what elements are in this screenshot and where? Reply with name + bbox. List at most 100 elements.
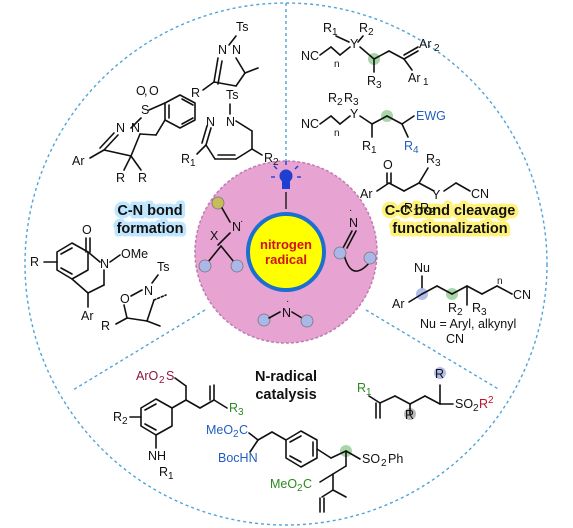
svg-text:OMe: OMe xyxy=(121,247,148,261)
svg-text:Y: Y xyxy=(350,37,359,51)
svg-text:R: R xyxy=(113,410,122,424)
radical-dot: · xyxy=(286,296,289,307)
svg-text:R: R xyxy=(116,171,125,185)
nr-title-line1: N-radical xyxy=(255,369,317,385)
light-bulb-icon xyxy=(271,161,301,189)
svg-text:R: R xyxy=(30,255,39,269)
sector-title-cc: C-C bond cleavage functionalization xyxy=(381,200,519,241)
structure-isoxazolidine: Ts N O R xyxy=(101,260,170,333)
svg-text:ArO: ArO xyxy=(136,369,159,383)
svg-text:O: O xyxy=(383,158,393,172)
cn-title-line1: C-N bond xyxy=(117,203,182,219)
svg-text:R: R xyxy=(362,139,371,153)
svg-text:1: 1 xyxy=(413,207,419,218)
svg-text:R: R xyxy=(101,319,110,333)
svg-text:R: R xyxy=(367,74,376,88)
structure-sulfone-right: R 1 R R SO 2 R 2 xyxy=(357,367,494,422)
svg-text:2: 2 xyxy=(381,458,387,469)
svg-text:N: N xyxy=(218,43,227,57)
radical-core xyxy=(246,212,326,292)
svg-text:R: R xyxy=(404,139,413,153)
svg-text:O: O xyxy=(120,292,130,306)
svg-text:O: O xyxy=(136,84,146,98)
structure-sultam: O , O S N N Ar R R xyxy=(72,84,196,185)
svg-text:R: R xyxy=(191,86,200,100)
svg-text:1: 1 xyxy=(366,387,372,398)
svg-text:MeO: MeO xyxy=(270,477,297,491)
svg-text:NC: NC xyxy=(301,49,319,63)
svg-text:N: N xyxy=(226,115,235,129)
svg-text:2: 2 xyxy=(233,429,239,440)
svg-text:2: 2 xyxy=(488,395,494,406)
svg-text:3: 3 xyxy=(353,97,359,108)
center-line1: nitrogen xyxy=(260,237,312,252)
svg-text:Y: Y xyxy=(432,188,441,202)
center-line2: radical xyxy=(265,252,307,267)
svg-text:C: C xyxy=(303,477,312,491)
cc-title-line2: functionalization xyxy=(392,221,507,237)
svg-text:R: R xyxy=(357,381,366,395)
svg-text:3: 3 xyxy=(481,307,487,318)
svg-text:O: O xyxy=(82,223,92,237)
svg-text:R: R xyxy=(359,21,368,35)
svg-text:1: 1 xyxy=(190,158,196,169)
svg-text:2: 2 xyxy=(159,375,165,386)
aminyl-fragment: N · xyxy=(257,296,314,328)
svg-text:N: N xyxy=(100,257,109,271)
svg-text:1: 1 xyxy=(168,471,174,482)
svg-text:Ts: Ts xyxy=(226,88,239,102)
svg-text:Ar: Ar xyxy=(360,187,373,201)
svg-text:n: n xyxy=(497,276,503,287)
outer-ring xyxy=(24,2,548,526)
structure-pyrazoline: Ts N N R xyxy=(191,20,259,100)
svg-text:NC: NC xyxy=(301,117,319,131)
svg-text:NH: NH xyxy=(148,449,166,463)
svg-text:CN: CN xyxy=(471,187,489,201)
nu-note-line2: CN xyxy=(446,332,464,346)
sector-title-cn: C-N bond formation xyxy=(113,200,187,241)
svg-text:R: R xyxy=(264,151,273,165)
svg-text:EWG: EWG xyxy=(416,109,446,123)
svg-text:1: 1 xyxy=(332,27,338,38)
svg-text:Ar: Ar xyxy=(408,71,421,85)
svg-text:1: 1 xyxy=(371,145,377,156)
svg-text:R: R xyxy=(404,201,413,215)
iminyl-fragment: N · xyxy=(333,205,377,272)
svg-text:2: 2 xyxy=(473,403,479,414)
svg-text:4: 4 xyxy=(413,145,419,156)
n-atom-label: N xyxy=(282,306,291,320)
svg-text:R: R xyxy=(229,401,238,415)
svg-text:C: C xyxy=(239,423,248,437)
svg-text:N: N xyxy=(232,43,241,57)
svg-text:R: R xyxy=(420,201,429,215)
svg-text:R: R xyxy=(435,367,444,381)
structure-isoquinolinone: O N OMe Ar R xyxy=(30,223,148,323)
svg-text:R: R xyxy=(472,301,481,315)
svg-text:R: R xyxy=(323,21,332,35)
amidyl-fragment: N · X xyxy=(198,196,244,273)
svg-text:R: R xyxy=(448,301,457,315)
svg-text:2: 2 xyxy=(297,483,303,494)
svg-text:Ts: Ts xyxy=(236,20,249,34)
svg-text:R: R xyxy=(426,152,435,166)
svg-text:S: S xyxy=(141,103,149,117)
svg-text:R: R xyxy=(344,91,353,105)
svg-text:2: 2 xyxy=(429,207,435,218)
svg-text:MeO: MeO xyxy=(206,423,233,437)
structure-nu-chain: Nu Ar n CN R 2 R 3 Nu = Aryl, alkynyl CN xyxy=(392,261,531,346)
structure-amino-acid: MeO 2 C BocHN SO 2 Ph MeO 2 C xyxy=(206,423,403,513)
svg-text:,: , xyxy=(144,84,147,98)
structure-ketone: O Ar R 3 Y CN R 1 R 2 xyxy=(360,152,489,218)
structure-ewg-alkyl: R 2 R 3 NC n Y EWG R 1 R 4 xyxy=(301,91,446,156)
svg-text:Ar: Ar xyxy=(72,154,85,168)
svg-text:R: R xyxy=(328,91,337,105)
svg-text:3: 3 xyxy=(376,80,382,91)
structure-pyridazine: Ts N N R 1 R 2 xyxy=(181,88,279,169)
svg-text:2: 2 xyxy=(122,416,128,427)
svg-text:N: N xyxy=(116,121,125,135)
svg-text:R: R xyxy=(181,152,190,166)
svg-text:Ph: Ph xyxy=(388,452,403,466)
radical-dot: · xyxy=(349,205,352,216)
svg-text:n: n xyxy=(334,128,340,139)
